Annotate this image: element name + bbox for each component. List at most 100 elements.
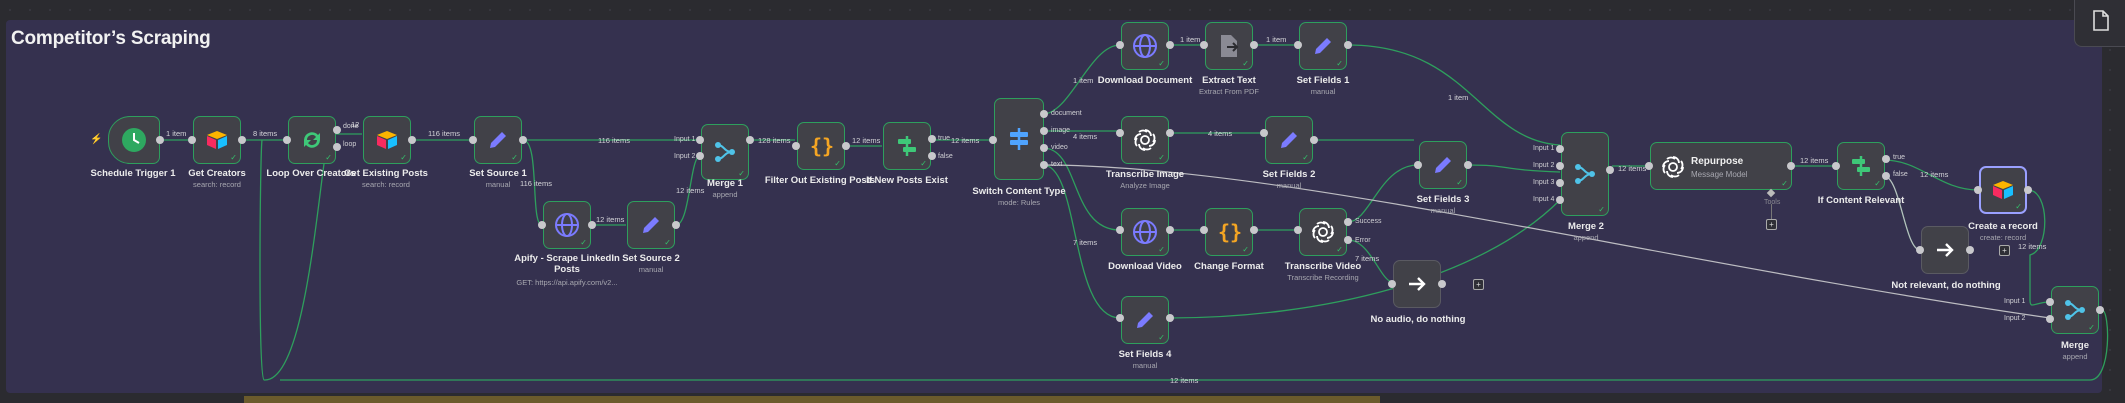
output-port[interactable] — [1250, 41, 1258, 49]
node-filter-existing[interactable]: {} ✓ — [797, 122, 845, 170]
edge-label: 12 items — [1170, 376, 1199, 385]
output-port[interactable] — [2096, 306, 2104, 314]
output-port[interactable] — [408, 136, 416, 144]
output-port[interactable] — [519, 136, 527, 144]
input-port[interactable] — [1294, 226, 1302, 234]
input-port[interactable] — [188, 136, 196, 144]
output-port-success[interactable] — [1344, 218, 1352, 226]
node-transcribe-image[interactable]: ✓ — [1121, 116, 1169, 164]
output-port[interactable] — [1310, 136, 1318, 144]
input-port[interactable] — [1116, 129, 1124, 137]
node-download-document[interactable]: ✓ — [1121, 22, 1169, 70]
add-node-button[interactable]: + — [1473, 279, 1484, 290]
input-port[interactable] — [792, 142, 800, 150]
output-port[interactable] — [1166, 314, 1174, 322]
add-tool-button[interactable]: + — [1766, 219, 1777, 230]
node-merge-2[interactable]: ✓ — [1561, 132, 1609, 216]
output-port-error[interactable] — [1344, 236, 1352, 244]
input-port[interactable] — [1116, 41, 1124, 49]
node-extract-text[interactable]: ✓ — [1205, 22, 1253, 70]
node-merge[interactable]: ✓ — [2051, 286, 2099, 334]
node-set-fields-1[interactable]: ✓ — [1299, 22, 1347, 70]
node-set-source-1[interactable]: ✓ — [474, 116, 522, 164]
output-port-loop[interactable] — [333, 143, 341, 151]
output-port-false[interactable] — [928, 152, 936, 160]
output-port[interactable] — [1438, 280, 1446, 288]
output-port[interactable] — [588, 221, 596, 229]
node-if-content-relevant[interactable]: ✓ — [1837, 142, 1885, 190]
output-port[interactable] — [2024, 186, 2032, 194]
input-port[interactable] — [1974, 186, 1982, 194]
output-port[interactable] — [1464, 161, 1472, 169]
output-port[interactable] — [672, 221, 680, 229]
node-merge-1[interactable]: ✓ — [701, 124, 749, 180]
input-port[interactable] — [538, 221, 546, 229]
output-port[interactable] — [1040, 110, 1048, 118]
input-port[interactable] — [696, 136, 704, 144]
output-port[interactable] — [1787, 162, 1795, 170]
edge-label: 8 items — [253, 129, 278, 138]
node-transcribe-video[interactable]: ✓ — [1299, 208, 1347, 256]
node-no-audio[interactable] — [1393, 260, 1441, 308]
node-create-record[interactable]: ✓ — [1979, 166, 2027, 214]
edge — [1467, 164, 1561, 173]
pencil-icon — [490, 132, 506, 148]
node-not-relevant[interactable] — [1921, 226, 1969, 274]
output-port[interactable] — [746, 136, 754, 144]
output-port[interactable] — [1166, 226, 1174, 234]
input-port[interactable] — [1556, 145, 1564, 153]
output-port[interactable] — [1040, 144, 1048, 152]
output-port-done[interactable] — [333, 126, 341, 134]
input-port[interactable] — [1916, 246, 1924, 254]
output-port[interactable] — [842, 142, 850, 150]
input-port[interactable] — [989, 136, 997, 144]
output-port[interactable] — [1966, 246, 1974, 254]
output-port[interactable] — [1040, 127, 1048, 135]
output-port[interactable] — [156, 136, 164, 144]
node-repurpose[interactable]: Repurpose Message Model ✓ — [1650, 142, 1792, 190]
input-port[interactable] — [1556, 196, 1564, 204]
input-port[interactable] — [1294, 41, 1302, 49]
node-get-creators[interactable]: ✓ — [193, 116, 241, 164]
input-port[interactable] — [1200, 226, 1208, 234]
input-port[interactable] — [1116, 226, 1124, 234]
input-port[interactable] — [1414, 161, 1422, 169]
node-if-new-posts[interactable]: ✓ — [883, 122, 931, 170]
node-set-fields-2[interactable]: ✓ — [1265, 116, 1313, 164]
input-port[interactable] — [2046, 315, 2054, 323]
node-switch-content-type[interactable] — [994, 98, 1044, 180]
input-port[interactable] — [1556, 179, 1564, 187]
output-port-true[interactable] — [928, 135, 936, 143]
output-port[interactable] — [1166, 129, 1174, 137]
input-port[interactable] — [1260, 129, 1268, 137]
output-port-true[interactable] — [1882, 155, 1890, 163]
node-download-video[interactable]: ✓ — [1121, 208, 1169, 256]
input-port[interactable] — [696, 152, 704, 160]
input-port[interactable] — [1200, 41, 1208, 49]
output-port[interactable] — [1166, 41, 1174, 49]
input-port[interactable] — [1116, 314, 1124, 322]
output-port[interactable] — [1250, 226, 1258, 234]
input-port[interactable] — [1388, 280, 1396, 288]
input-port[interactable] — [1645, 162, 1653, 170]
node-set-source-2[interactable]: ✓ — [627, 201, 675, 249]
node-set-fields-4[interactable]: ✓ — [1121, 296, 1169, 344]
output-port-false[interactable] — [1882, 172, 1890, 180]
input-port[interactable] — [469, 136, 477, 144]
output-port[interactable] — [1344, 41, 1352, 49]
node-apify-scrape[interactable]: ✓ — [543, 201, 591, 249]
page-button[interactable] — [2074, 0, 2125, 47]
input-port[interactable] — [1556, 162, 1564, 170]
input-port[interactable] — [2046, 298, 2054, 306]
input-port[interactable] — [1832, 162, 1840, 170]
output-port[interactable] — [1040, 161, 1048, 169]
output-port[interactable] — [1606, 166, 1614, 174]
node-change-format[interactable]: {} ✓ — [1205, 208, 1253, 256]
input-port[interactable] — [283, 136, 291, 144]
node-schedule-trigger[interactable] — [108, 116, 160, 164]
node-loop-over-creators[interactable]: ✓ — [288, 116, 336, 164]
node-set-fields-3[interactable]: ✓ — [1419, 141, 1467, 189]
output-port[interactable] — [238, 136, 246, 144]
node-get-existing-posts[interactable]: ✓ — [363, 116, 411, 164]
add-node-button[interactable]: + — [1999, 245, 2010, 256]
